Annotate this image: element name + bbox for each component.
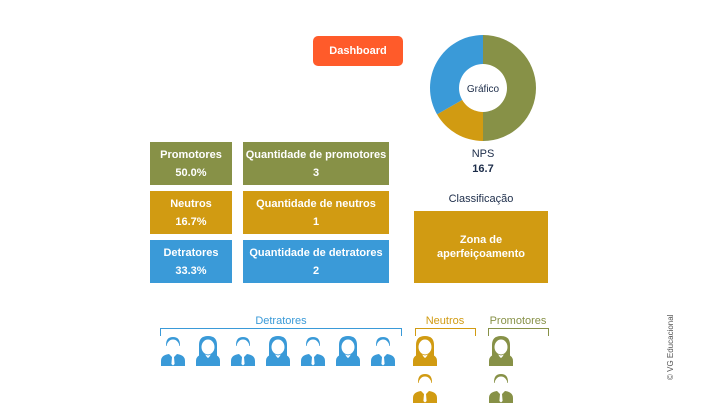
promotores-percent: 50.0% — [175, 166, 207, 179]
woman-person-icon — [196, 336, 220, 366]
promotores-group-label: Promotores — [489, 315, 547, 327]
classification-title: Classificação — [448, 193, 514, 205]
detratores-label: Detratores — [163, 246, 219, 259]
detratores-bracket — [160, 328, 402, 336]
detratores-icon-row — [160, 334, 406, 368]
promotores-bracket — [488, 328, 549, 336]
promotores-label: Promotores — [160, 148, 222, 161]
detratores-count-box: Quantidade de detratores 2 — [243, 240, 389, 283]
man-person-icon — [231, 337, 255, 366]
promotores-count: 3 — [312, 166, 320, 179]
donut-center-label: Gráfico — [467, 84, 500, 95]
nps-label: NPS — [471, 148, 495, 160]
promotores-icon-row — [488, 334, 556, 403]
man-person-icon — [301, 337, 325, 366]
dashboard-button[interactable]: Dashboard — [313, 36, 403, 66]
detratores-group-label: Detratores — [255, 315, 307, 327]
neutros-count: 1 — [312, 215, 320, 228]
neutros-bracket — [415, 328, 476, 336]
copyright-text: © VG Educacional — [666, 314, 675, 380]
man-person-icon — [489, 374, 513, 403]
neutros-percent: 16.7% — [175, 215, 207, 228]
woman-person-icon — [266, 336, 290, 366]
detratores-percent: 33.3% — [175, 264, 207, 277]
woman-person-icon — [336, 336, 360, 366]
donut-center — [459, 64, 507, 112]
detratores-count-label: Quantidade de detratores — [249, 246, 383, 259]
neutros-count-box: Quantidade de neutros 1 — [243, 191, 389, 234]
detratores-count: 2 — [312, 264, 320, 277]
neutros-percent-box: Neutros 16.7% — [150, 191, 232, 234]
nps-donut-chart: Gráfico — [430, 35, 536, 141]
neutros-label: Neutros — [170, 197, 212, 210]
man-person-icon — [413, 374, 437, 403]
promotores-count-box: Quantidade de promotores 3 — [243, 142, 389, 185]
donut-slice-promotores — [483, 35, 536, 141]
neutros-count-label: Quantidade de neutros — [256, 197, 376, 210]
detratores-percent-box: Detratores 33.3% — [150, 240, 232, 283]
nps-value: 16.7 — [472, 163, 494, 175]
classification-line-2: aperfeiçoamento — [436, 248, 526, 260]
promotores-count-label: Quantidade de promotores — [245, 148, 387, 161]
neutros-group-label: Neutros — [425, 315, 465, 327]
neutros-icon-row — [412, 334, 480, 403]
woman-person-icon — [489, 336, 513, 366]
woman-person-icon — [413, 336, 437, 366]
man-person-icon — [371, 337, 395, 366]
promotores-percent-box: Promotores 50.0% — [150, 142, 232, 185]
classification-box: Zona de aperfeiçoamento — [414, 211, 548, 283]
classification-line-1: Zona de — [459, 234, 503, 246]
man-person-icon — [161, 337, 185, 366]
